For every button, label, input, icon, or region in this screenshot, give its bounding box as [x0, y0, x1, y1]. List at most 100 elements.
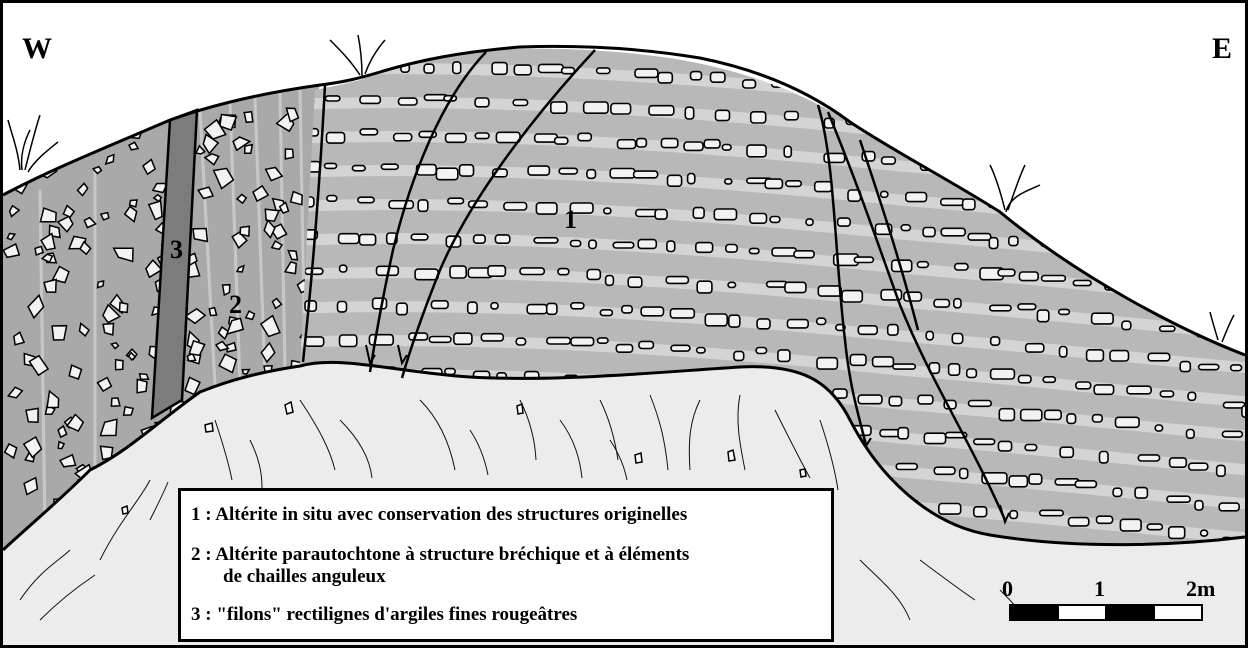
chert-nodule: [436, 168, 457, 180]
chert-nodule: [1025, 445, 1037, 451]
chert-nodule: [941, 199, 964, 206]
chert-nodule: [637, 139, 647, 147]
chert-nodule: [772, 248, 796, 256]
chert-nodule: [1155, 425, 1162, 431]
chert-nodule: [880, 430, 900, 437]
chert-nodule: [882, 157, 896, 164]
scale-tick-0: 0: [1002, 576, 1013, 601]
chert-nodule: [952, 334, 962, 344]
chert-nodule: [547, 338, 571, 344]
breccia-fragment: [244, 112, 253, 123]
chert-nodule: [750, 214, 767, 224]
chert-nodule: [1009, 476, 1027, 487]
chert-nodule: [1043, 377, 1055, 383]
legend-text-3: "filons" rectilignes d'argiles fines rou…: [216, 604, 577, 625]
chert-nodule: [954, 299, 961, 308]
chert-nodule: [749, 248, 759, 253]
breccia-fragment: [130, 200, 137, 207]
chert-nodule: [397, 303, 408, 315]
chert-nodule: [785, 112, 799, 120]
chert-nodule: [838, 218, 851, 226]
chert-nodule: [734, 351, 744, 360]
breccia-fragment: [52, 326, 67, 340]
chert-nodule: [450, 266, 466, 278]
chert-nodule: [989, 238, 998, 249]
legend-text-1: Altérite in situ avec conservation des s…: [215, 504, 687, 525]
scale-segment-3: [1106, 605, 1154, 620]
chert-nodule: [528, 166, 549, 175]
chert-nodule: [641, 307, 663, 316]
chert-nodule: [756, 348, 767, 354]
chert-nodule: [1092, 313, 1114, 324]
legend-item-1: 1 : Altérite in situ avec conservation d…: [191, 504, 687, 526]
chert-nodule: [685, 107, 693, 119]
chert-nodule: [604, 208, 611, 214]
chert-nodule: [481, 334, 503, 341]
chert-nodule: [305, 268, 323, 274]
chert-nodule: [600, 310, 612, 316]
chert-nodule: [555, 137, 568, 144]
breccia-fragment: [116, 360, 123, 370]
chert-nodule: [704, 140, 720, 148]
chert-nodule: [716, 110, 730, 120]
breccia-fragment: [26, 408, 38, 422]
breccia-fragment: [193, 229, 207, 242]
chert-nodule: [536, 203, 557, 214]
chert-nodule: [1093, 415, 1103, 422]
chert-nodule: [558, 269, 569, 275]
chert-nodule: [1127, 386, 1151, 394]
chert-nodule: [475, 98, 489, 107]
chert-nodule: [649, 106, 674, 115]
chert-nodule: [767, 281, 788, 287]
chert-nodule: [991, 369, 1015, 379]
unit-1-label: 1: [564, 205, 577, 234]
chert-nodule: [1067, 414, 1076, 424]
chert-nodule: [1167, 496, 1190, 502]
chert-nodule: [429, 337, 451, 343]
chert-nodule: [714, 209, 736, 220]
chert-nodule: [924, 433, 945, 443]
breccia-fragment: [285, 149, 293, 159]
breccia-fragment: [103, 324, 113, 335]
chert-nodule: [381, 164, 398, 169]
chert-nodule: [998, 441, 1011, 451]
chert-nodule: [611, 104, 631, 115]
chert-nodule: [968, 234, 991, 241]
chert-nodule: [504, 203, 527, 211]
chert-nodule: [688, 174, 695, 184]
chert-nodule: [394, 134, 412, 141]
chert-nodule: [917, 262, 928, 268]
chert-nodule: [711, 72, 725, 82]
chert-nodule: [1147, 524, 1162, 530]
chert-nodule: [551, 102, 567, 113]
legend-num-2: 2 :: [191, 544, 212, 565]
chert-nodule: [1116, 417, 1140, 427]
chert-nodule: [858, 395, 882, 404]
chert-nodule: [1160, 326, 1175, 331]
chert-nodule: [1189, 463, 1208, 470]
chert-nodule: [339, 234, 359, 244]
scale-segment-4: [1154, 605, 1202, 620]
breccia-fragment: [44, 280, 56, 293]
chert-nodule: [325, 163, 337, 168]
chert-nodule: [1180, 362, 1190, 372]
chert-nodule: [411, 234, 428, 240]
chert-nodule: [786, 181, 802, 187]
chert-nodule: [1019, 375, 1032, 382]
legend-box: 1 : Altérite in situ avec conservation d…: [178, 488, 834, 642]
chert-nodule: [817, 318, 826, 324]
chert-nodule: [697, 281, 712, 293]
chert-nodule: [794, 251, 814, 258]
chert-nodule: [817, 358, 837, 369]
chert-nodule: [606, 276, 614, 286]
chert-nodule: [460, 165, 474, 176]
chert-nodule: [818, 286, 841, 296]
chert-nodule: [534, 238, 558, 243]
chert-nodule: [1060, 347, 1067, 357]
legend-item-2: 2 : Altérite parautochtone à structure b…: [191, 544, 689, 588]
chert-nodule: [571, 303, 584, 309]
chert-nodule: [1075, 481, 1096, 488]
chert-nodule: [939, 504, 961, 515]
west-label: W: [22, 32, 52, 65]
breccia-fragment: [98, 281, 104, 288]
